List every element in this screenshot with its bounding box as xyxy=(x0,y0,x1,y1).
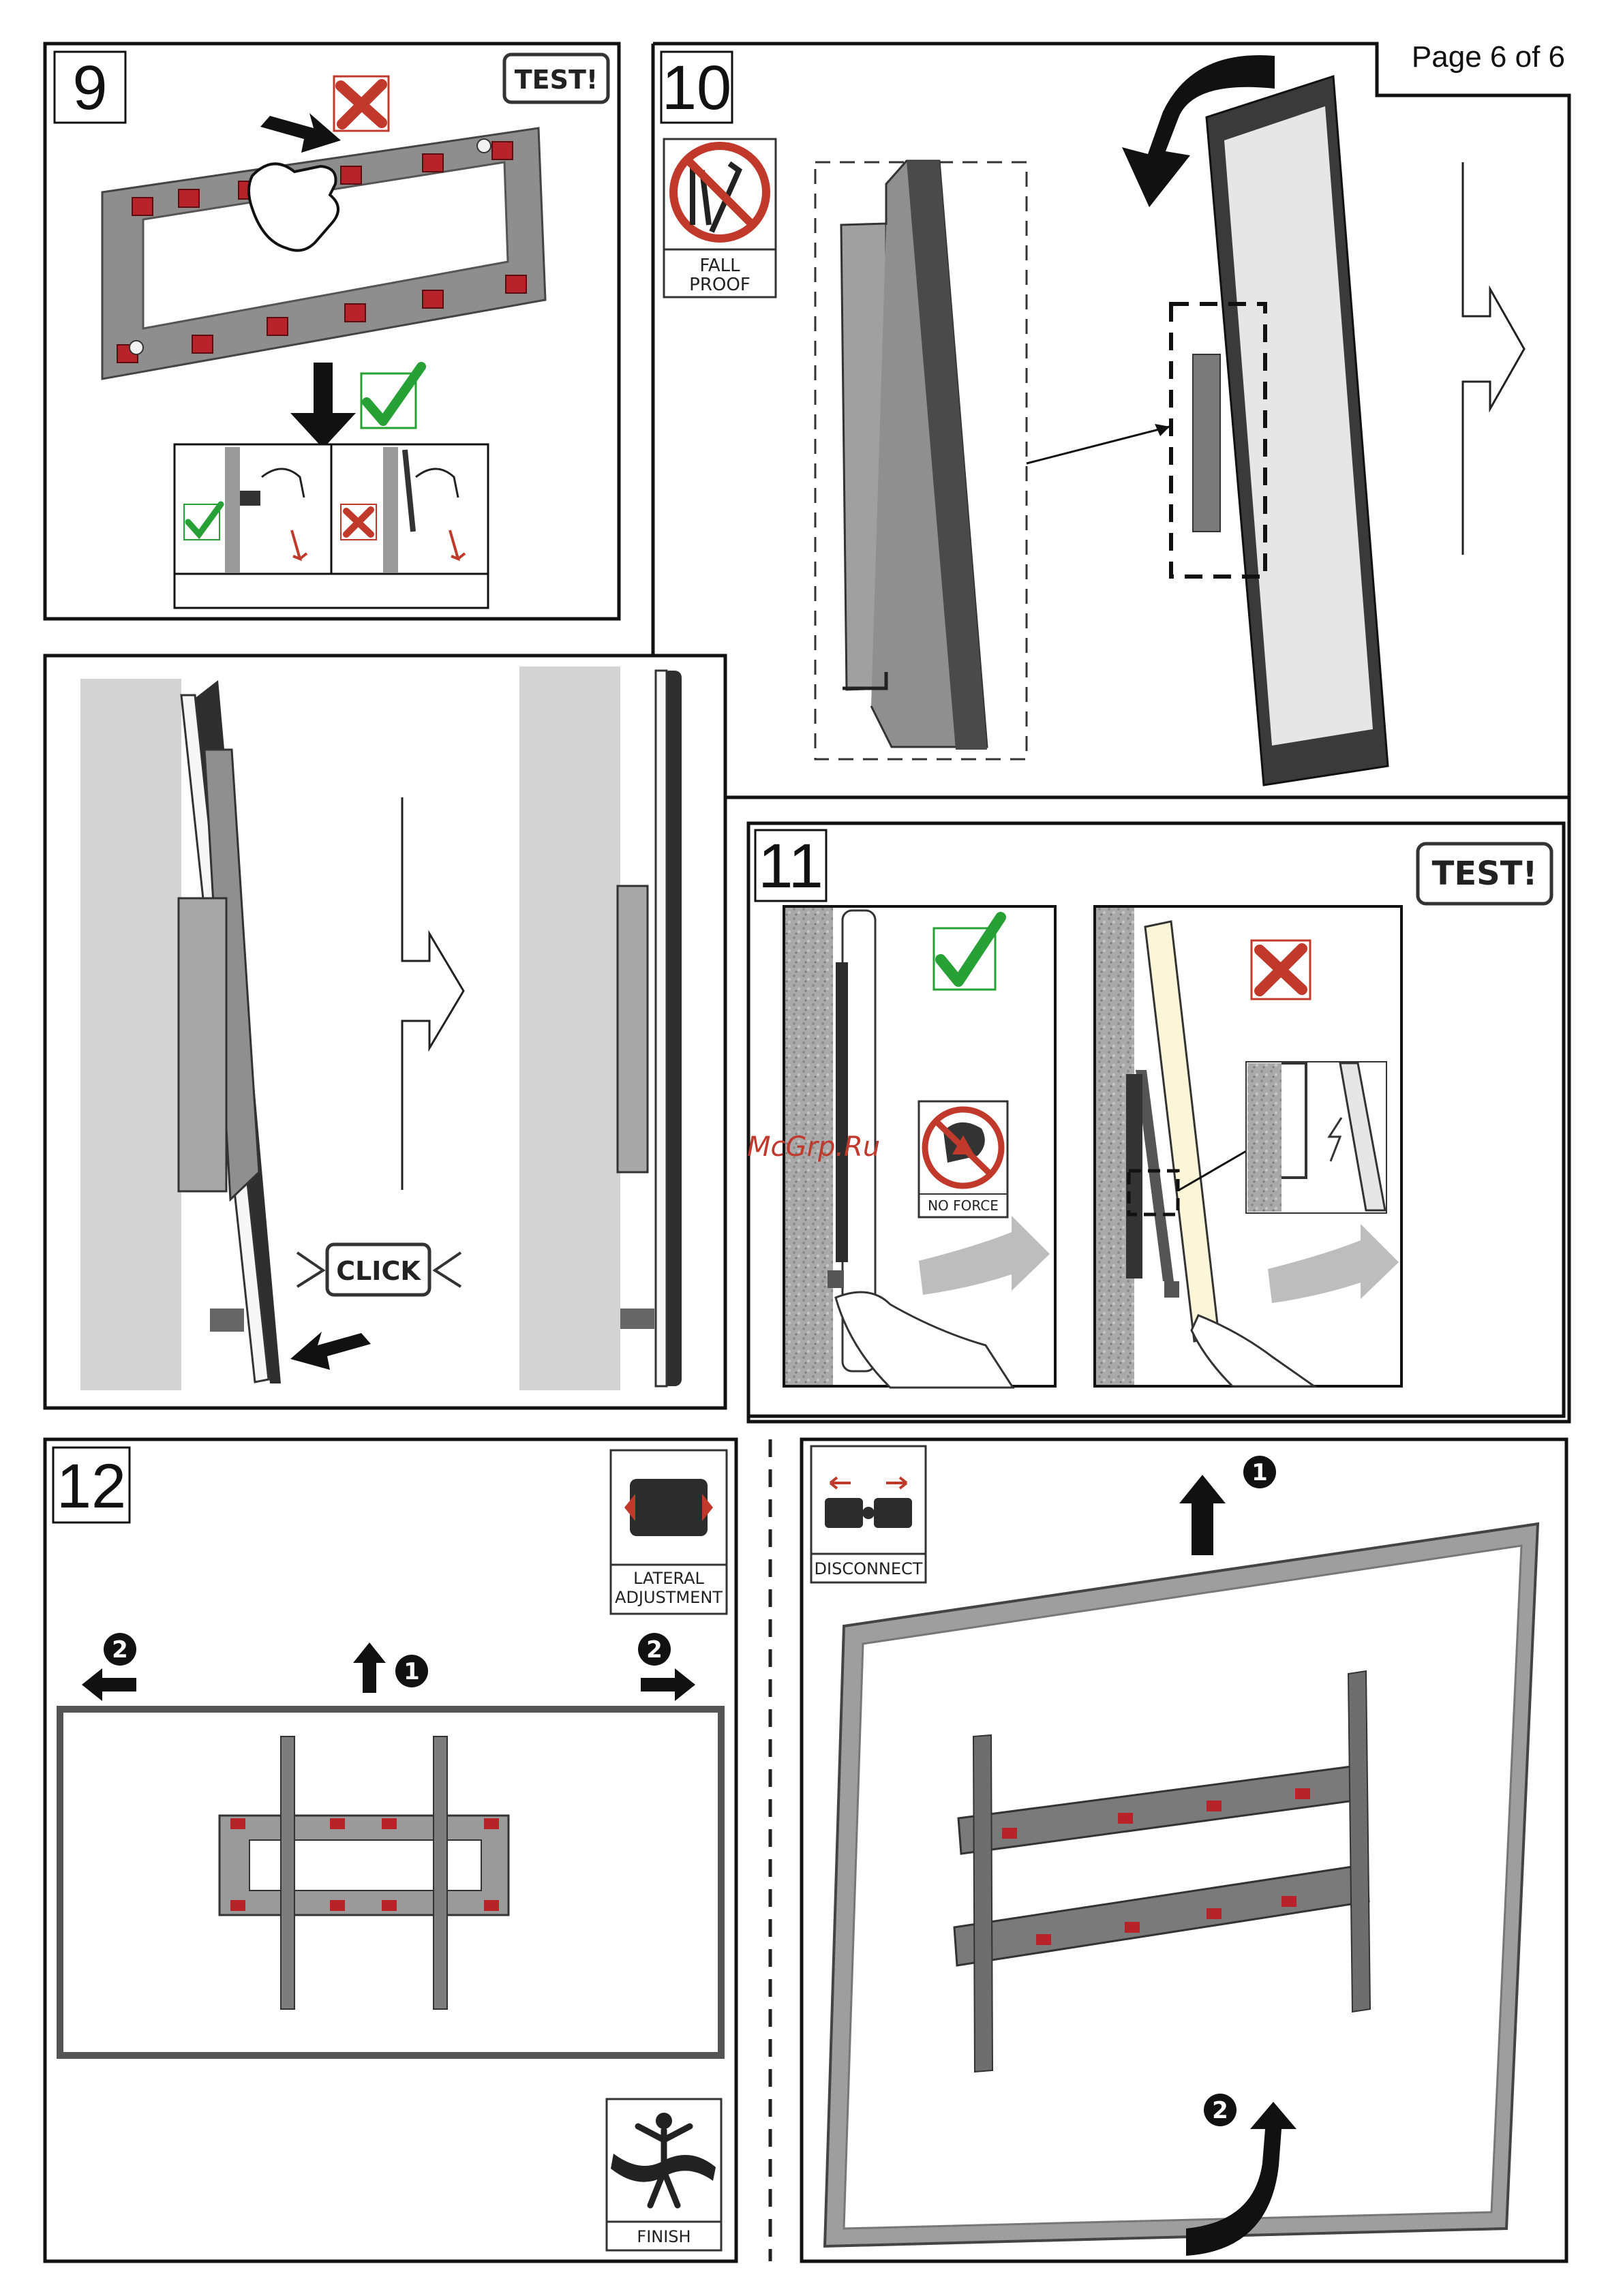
up-arrow-icon xyxy=(353,1642,386,1693)
up-arrow-icon xyxy=(1179,1475,1226,1555)
detail-inset xyxy=(175,444,488,608)
down-arrow-icon xyxy=(290,363,356,448)
small-cross-icon xyxy=(341,504,376,540)
fall-proof-label-2: PROOF xyxy=(689,275,750,295)
step-9-panel: 9 TEST! xyxy=(45,44,619,619)
disconnect-icon: DISCONNECT xyxy=(811,1446,926,1582)
wall-left xyxy=(80,679,181,1390)
push-arrow-icon xyxy=(260,113,341,153)
small-check-icon xyxy=(184,504,221,540)
click-panel: CLICK xyxy=(45,656,725,1408)
step-number: 12 xyxy=(57,1452,126,1521)
tv-side-view xyxy=(1171,76,1388,785)
tv-front-view xyxy=(60,1709,721,2055)
no-force-label: NO FORCE xyxy=(928,1197,999,1214)
step-number: 10 xyxy=(662,53,731,123)
lateral-label-2: ADJUSTMENT xyxy=(615,1588,723,1607)
callout-number: 2 xyxy=(1212,2097,1228,2124)
lateral-adjustment-icon: LATERAL ADJUSTMENT xyxy=(611,1450,727,1614)
step-10-panel: 10 FALL PROOF xyxy=(45,44,1569,797)
wall-right xyxy=(519,667,620,1390)
callout-1-center: 1 xyxy=(353,1642,428,1693)
left-arrow-icon xyxy=(82,1668,136,1701)
step-12-panel: 12 LATERAL ADJUSTMENT 2 1 2 xyxy=(45,1439,1566,2261)
outline-arrow-icon xyxy=(1463,162,1524,555)
cross-icon xyxy=(1252,940,1310,999)
callout-number: 2 xyxy=(646,1636,663,1664)
push-arrow-icon xyxy=(290,1332,371,1370)
page-label-box: Page 6 of 6 xyxy=(1377,40,1569,95)
test-badge-label: TEST! xyxy=(1432,855,1538,893)
hook-detail xyxy=(815,161,1170,759)
right-arrow-icon xyxy=(641,1668,695,1701)
test-badge-label: TEST! xyxy=(515,65,598,95)
page-label: Page 6 of 6 xyxy=(1412,40,1565,74)
outline-arrow-icon xyxy=(402,797,464,1190)
cross-icon xyxy=(334,76,389,131)
tv-perspective-view xyxy=(825,1524,1538,2246)
fall-proof-label-1: FALL xyxy=(699,256,740,276)
click-label: CLICK xyxy=(336,1256,421,1286)
callout-1-right: 1 xyxy=(1179,1456,1276,1555)
callout-number: 1 xyxy=(404,1658,420,1685)
finish-icon: FINISH xyxy=(607,2099,721,2250)
callout-number: 2 xyxy=(112,1636,128,1664)
step-11-panel: 11 TEST! NO FORCE xyxy=(725,797,1569,1422)
watermark: McGrp.Ru xyxy=(747,1131,880,1163)
lateral-label-1: LATERAL xyxy=(633,1569,704,1588)
callout-2-left: 2 xyxy=(82,1633,136,1701)
scene-incorrect xyxy=(1095,906,1401,1386)
click-badge: CLICK xyxy=(297,1244,461,1295)
check-icon xyxy=(361,367,421,428)
finish-label: FINISH xyxy=(637,2227,691,2246)
disconnect-label: DISCONNECT xyxy=(815,1559,923,1578)
no-force-icon: NO FORCE xyxy=(919,1101,1007,1217)
callout-2-right: 2 xyxy=(638,1633,695,1701)
check-icon xyxy=(934,917,1001,990)
step-number: 9 xyxy=(72,53,107,123)
fall-proof-icon: FALL PROOF xyxy=(664,139,776,297)
callout-number: 1 xyxy=(1252,1459,1268,1486)
step-number: 11 xyxy=(758,831,823,901)
